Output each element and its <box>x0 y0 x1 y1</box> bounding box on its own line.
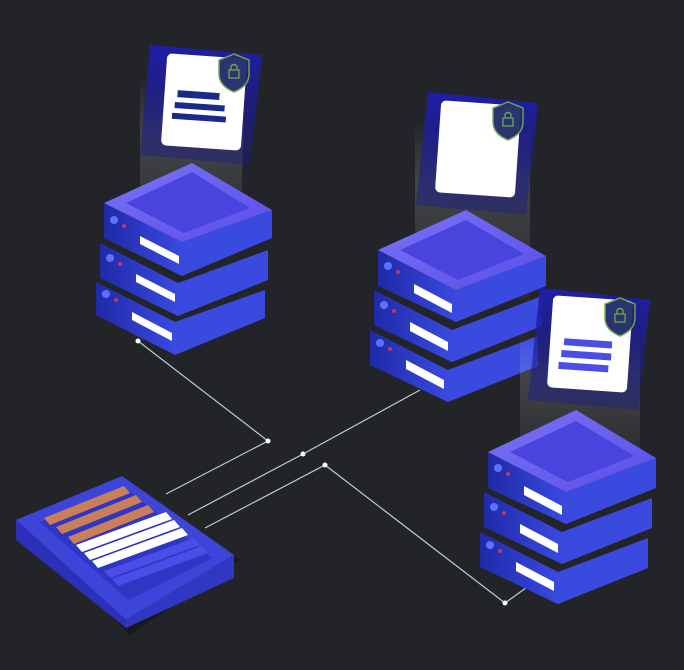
console-side <box>126 555 234 628</box>
server-stack-left <box>96 45 272 355</box>
connector-nodes <box>135 338 508 606</box>
console-bar <box>84 520 180 560</box>
console-bar <box>76 512 172 552</box>
server-unit <box>484 492 652 564</box>
drive-slot <box>410 322 448 351</box>
connector-node <box>135 338 141 344</box>
drive-slot <box>140 236 179 264</box>
server-top-inner <box>126 172 250 233</box>
server-unit <box>480 532 648 604</box>
server-unit <box>370 330 538 402</box>
connector-node <box>265 438 271 444</box>
drive-slot <box>524 486 562 515</box>
server-unit <box>378 250 546 322</box>
console-front <box>16 520 126 628</box>
drive-slot <box>414 284 452 313</box>
drive-slot <box>406 360 444 389</box>
server-unit <box>96 282 265 355</box>
drive-slot <box>516 562 554 591</box>
server-unit <box>104 203 272 276</box>
connector-left <box>137 340 270 495</box>
drive-slot <box>136 274 175 302</box>
drive-slot <box>520 524 558 553</box>
console-bar <box>56 495 142 534</box>
connector-right <box>204 464 506 604</box>
console-bar <box>104 538 200 578</box>
shield-lock-icon <box>218 53 250 93</box>
server-stack-center <box>370 92 546 402</box>
console-bar <box>68 505 154 544</box>
server-unit <box>100 243 268 316</box>
console-bar <box>92 528 188 568</box>
shield-lock-icon <box>492 101 524 141</box>
connector-node <box>322 462 328 468</box>
drive-slot <box>132 312 172 341</box>
connector-node <box>300 451 306 457</box>
shield-lock-icon <box>604 297 636 337</box>
console-bar <box>44 486 130 525</box>
server-top-inner <box>400 220 524 280</box>
server-unit <box>374 290 542 362</box>
console-panel-icon <box>16 476 240 635</box>
connector-node <box>502 600 508 606</box>
console-bar <box>112 546 208 586</box>
server-unit <box>488 452 656 524</box>
server-stack-right <box>480 288 656 604</box>
server-top-inner <box>510 421 634 482</box>
